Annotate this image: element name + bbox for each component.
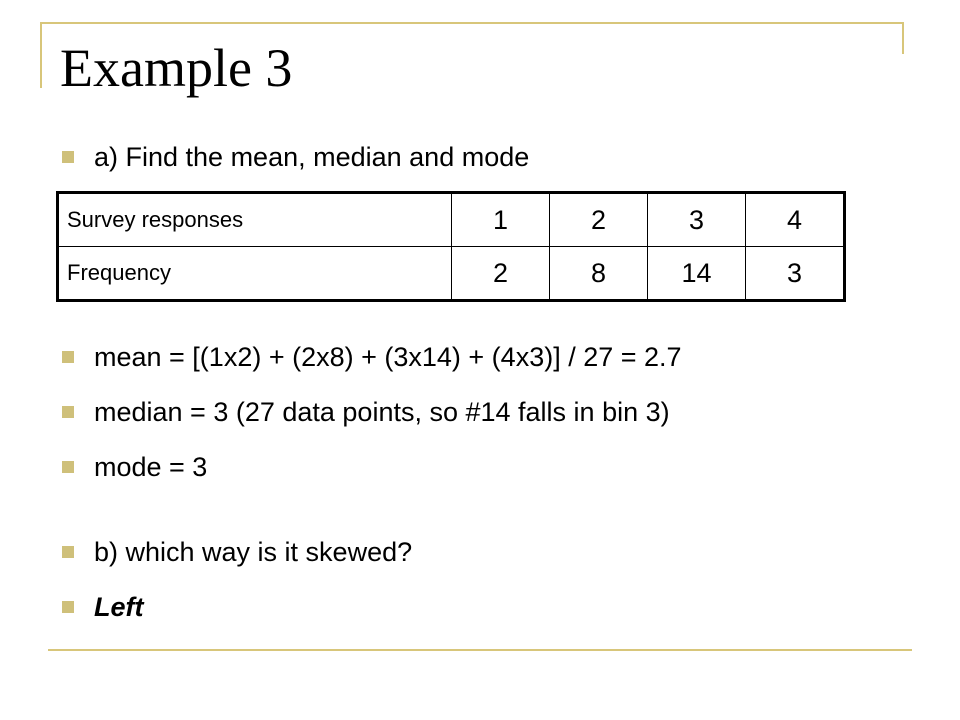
table-cell: 4 bbox=[745, 192, 845, 247]
answer-text: Left bbox=[94, 591, 144, 622]
bullet-answer: Left bbox=[62, 590, 144, 624]
table-cell: 2 bbox=[451, 246, 550, 301]
bullet-text: a) Find the mean, median and mode bbox=[94, 141, 530, 172]
bullet-square-icon bbox=[62, 601, 74, 613]
table-cell: 8 bbox=[549, 246, 648, 301]
table-cell: 2 bbox=[549, 192, 648, 247]
bullet-square-icon bbox=[62, 151, 74, 163]
table-cell: 14 bbox=[647, 246, 746, 301]
bullet-text: median = 3 (27 data points, so #14 falls… bbox=[94, 396, 670, 427]
row-header-survey-responses: Survey responses bbox=[57, 192, 452, 247]
bullet-square-icon bbox=[62, 406, 74, 418]
bullet-text: mean = [(1x2) + (2x8) + (3x14) + (4x3)] … bbox=[94, 341, 682, 372]
survey-table: Survey responses 1 2 3 4 Frequency 2 8 1… bbox=[56, 191, 846, 302]
row-header-frequency: Frequency bbox=[57, 246, 452, 301]
bullet-median: median = 3 (27 data points, so #14 falls… bbox=[62, 395, 670, 429]
top-rule bbox=[40, 22, 904, 24]
bullet-text: mode = 3 bbox=[94, 451, 208, 482]
bullet-mean: mean = [(1x2) + (2x8) + (3x14) + (4x3)] … bbox=[62, 340, 682, 374]
table-row: Survey responses 1 2 3 4 bbox=[57, 192, 845, 247]
table-row: Frequency 2 8 14 3 bbox=[57, 246, 845, 301]
slide-title: Example 3 bbox=[60, 38, 293, 98]
table-cell: 1 bbox=[451, 192, 550, 247]
bullet-text: b) which way is it skewed? bbox=[94, 536, 413, 567]
bullet-square-icon bbox=[62, 461, 74, 473]
right-rule bbox=[902, 22, 904, 54]
bullet-part-a: a) Find the mean, median and mode bbox=[62, 140, 529, 174]
bullet-part-b: b) which way is it skewed? bbox=[62, 535, 412, 569]
bullet-square-icon bbox=[62, 351, 74, 363]
bullet-square-icon bbox=[62, 546, 74, 558]
bottom-rule bbox=[48, 649, 912, 651]
table-cell: 3 bbox=[647, 192, 746, 247]
table-cell: 3 bbox=[745, 246, 845, 301]
left-rule bbox=[40, 22, 42, 88]
bullet-mode: mode = 3 bbox=[62, 450, 207, 484]
